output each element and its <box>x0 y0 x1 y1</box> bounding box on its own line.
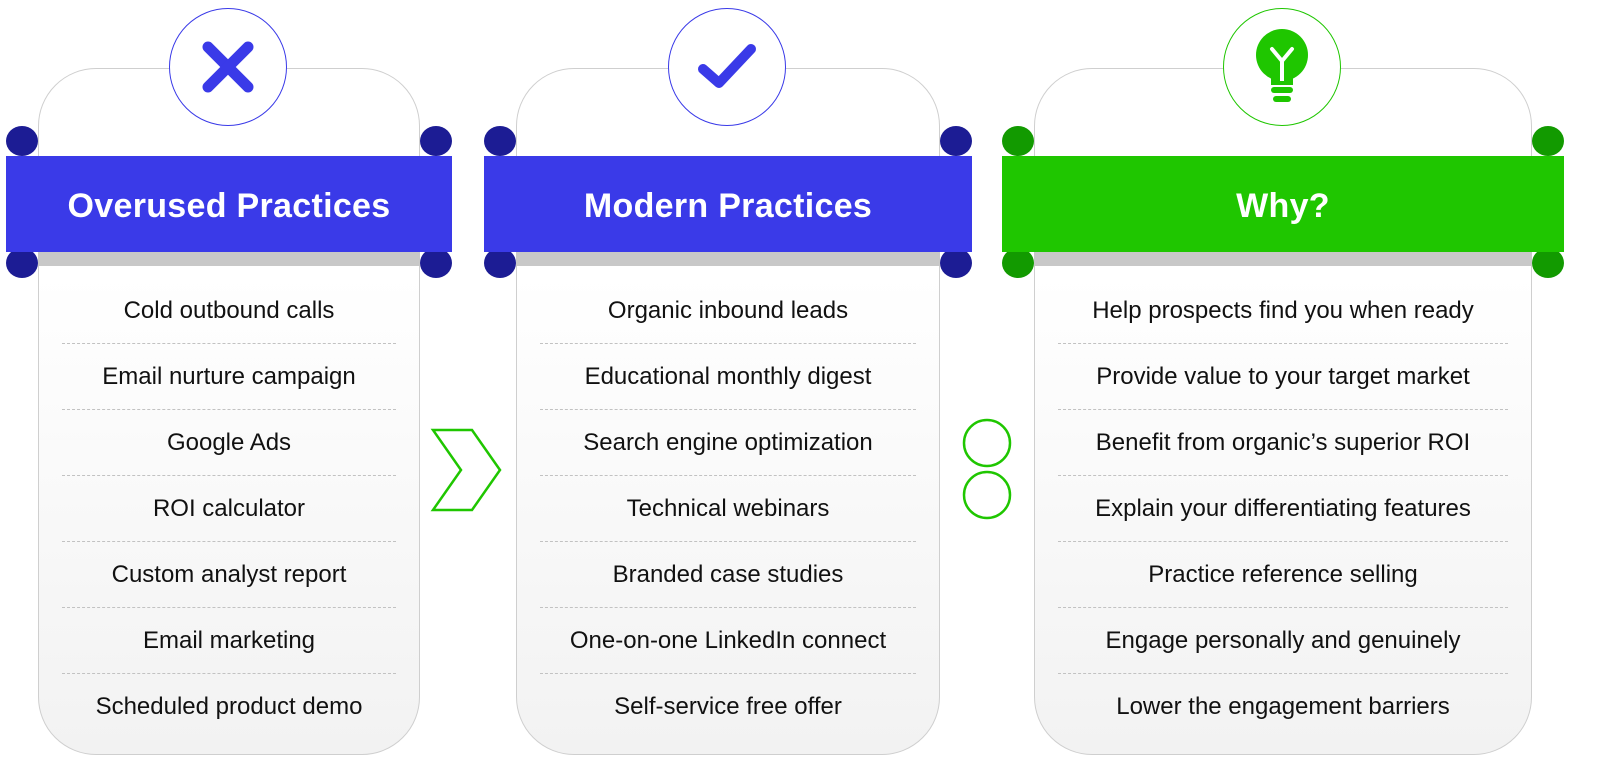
list-item: Email nurture campaign <box>62 344 396 410</box>
list-item: Custom analyst report <box>62 542 396 608</box>
list-item: Organic inbound leads <box>540 278 916 344</box>
ribbon-modern <box>484 126 972 278</box>
list-item: Branded case studies <box>540 542 916 608</box>
list-item: Educational monthly digest <box>540 344 916 410</box>
list-item: One-on-one LinkedIn connect <box>540 608 916 674</box>
list-item: Technical webinars <box>540 476 916 542</box>
column-modern: Modern Practices Organic inbound leads E… <box>484 0 972 777</box>
lightbulb-icon <box>1256 29 1308 102</box>
list-item: Cold outbound calls <box>62 278 396 344</box>
list-item: Google Ads <box>62 410 396 476</box>
list-item: Practice reference selling <box>1058 542 1508 608</box>
x-mark-icon <box>202 41 254 93</box>
column-title: Modern Practices <box>583 186 873 225</box>
checkmark-icon <box>698 44 756 88</box>
list-item: Lower the engagement barriers <box>1116 693 1450 720</box>
ribbon-overused <box>6 126 452 278</box>
column-title: Why? <box>1236 186 1330 225</box>
lightbulb-icon-badge <box>1223 8 1341 126</box>
list-item: Explain your differentiating features <box>1058 476 1508 542</box>
double-circle-icon <box>962 418 1012 520</box>
list-item: Email marketing <box>62 608 396 674</box>
list-item: Benefit from organic’s superior ROI <box>1058 410 1508 476</box>
item-list-modern: Organic inbound leads Educational monthl… <box>540 278 916 740</box>
list-item: Provide value to your target market <box>1058 344 1508 410</box>
checkmark-icon-badge <box>668 8 786 126</box>
list-item: Help prospects find you when ready <box>1058 278 1508 344</box>
list-item: Self-service free offer <box>614 693 842 720</box>
chevron-arrow-icon <box>430 428 502 512</box>
ribbon-why <box>1002 126 1564 278</box>
column-overused: Overused Practices Cold outbound calls E… <box>6 0 452 777</box>
list-item: Engage personally and genuinely <box>1058 608 1508 674</box>
column-title: Overused Practices <box>67 186 391 225</box>
x-mark-icon-badge <box>169 8 287 126</box>
item-list-overused: Cold outbound calls Email nurture campai… <box>62 278 396 740</box>
list-item: Search engine optimization <box>540 410 916 476</box>
list-item: Scheduled product demo <box>95 693 363 720</box>
list-item: ROI calculator <box>62 476 396 542</box>
column-why: Why? Help prospects find you when ready … <box>1002 0 1564 777</box>
item-list-why: Help prospects find you when ready Provi… <box>1058 278 1508 740</box>
